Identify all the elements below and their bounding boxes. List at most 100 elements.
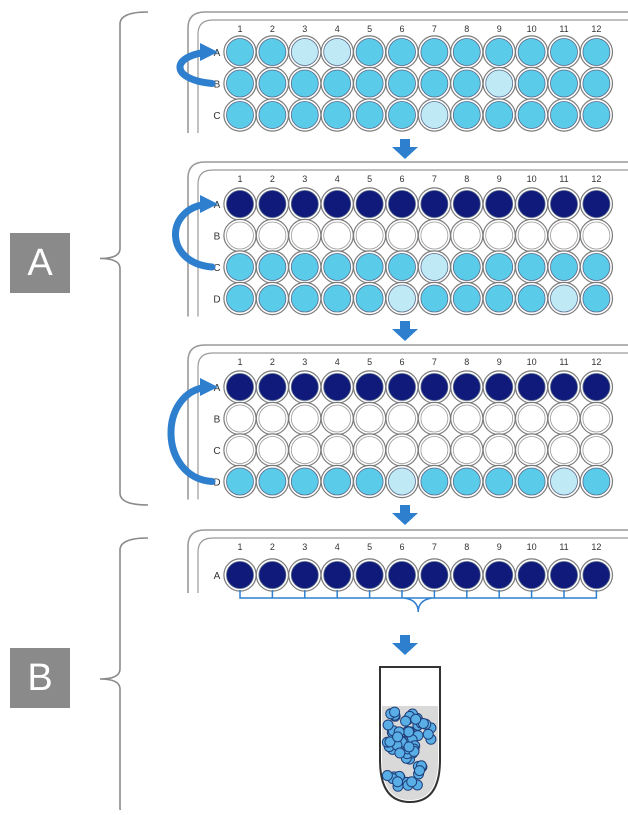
column-label: 1	[237, 542, 242, 552]
well	[355, 190, 384, 218]
well	[290, 284, 319, 313]
column-label: 8	[464, 542, 469, 552]
bead	[406, 776, 418, 788]
well	[420, 284, 449, 313]
column-label: 1	[237, 357, 242, 367]
well	[550, 436, 578, 464]
well	[452, 284, 481, 313]
well	[485, 69, 514, 98]
well	[258, 38, 287, 66]
section-label-b: B	[10, 648, 70, 708]
transfer-arrowhead	[200, 378, 218, 396]
column-label: 4	[335, 542, 340, 552]
row-label: B	[214, 415, 221, 426]
column-label: 7	[432, 174, 437, 184]
well	[517, 561, 546, 589]
well	[290, 373, 319, 401]
well	[420, 561, 449, 589]
column-label: 12	[591, 24, 601, 34]
column-label: 2	[270, 542, 275, 552]
bead	[422, 728, 434, 740]
column-label: 8	[464, 174, 469, 184]
column-label: 9	[497, 174, 502, 184]
row-label: C	[213, 446, 220, 457]
column-label: 12	[591, 542, 601, 552]
transfer-arrow	[176, 48, 216, 87]
row-label: D	[213, 478, 220, 489]
well	[452, 253, 481, 281]
column-label: 11	[559, 357, 568, 367]
well	[258, 404, 287, 433]
well	[258, 561, 287, 589]
transfer-arrow	[172, 200, 216, 271]
well	[388, 561, 416, 589]
row-label: A	[214, 383, 221, 394]
well	[420, 190, 449, 218]
pool-bracket-point	[404, 597, 433, 613]
well	[550, 284, 578, 313]
well	[582, 69, 611, 98]
bead	[392, 731, 404, 743]
column-label: 9	[497, 357, 502, 367]
well	[258, 190, 287, 218]
plate-outline	[187, 161, 628, 317]
column-label: 6	[399, 542, 404, 552]
row-label: B	[214, 232, 221, 243]
well	[452, 221, 481, 250]
well	[485, 561, 514, 589]
well	[258, 284, 287, 313]
well	[258, 69, 287, 98]
well	[550, 253, 578, 281]
column-label: 3	[302, 542, 307, 552]
well	[517, 69, 546, 98]
plate-inner-outline	[197, 537, 628, 593]
well	[388, 38, 416, 66]
column-label: 4	[335, 357, 340, 367]
well	[323, 404, 352, 433]
well	[355, 253, 384, 281]
well	[582, 38, 611, 66]
well	[258, 436, 287, 464]
column-label: 3	[302, 174, 307, 184]
well	[290, 253, 319, 281]
column-label: 2	[270, 357, 275, 367]
column-label: 10	[527, 542, 537, 552]
well	[290, 561, 319, 589]
row-label: B	[214, 80, 221, 91]
section-braces	[99, 11, 149, 815]
well	[355, 404, 384, 433]
well	[355, 38, 384, 66]
well	[582, 190, 611, 218]
well	[582, 436, 611, 464]
well	[452, 190, 481, 218]
well	[452, 373, 481, 401]
column-label: 3	[302, 357, 307, 367]
bead	[400, 715, 412, 727]
column-label: 11	[559, 174, 568, 184]
well	[290, 190, 319, 218]
well	[420, 373, 449, 401]
well	[226, 436, 254, 464]
transfer-arrowhead	[200, 195, 218, 213]
well	[388, 467, 416, 496]
column-label: 12	[591, 174, 601, 184]
well	[485, 373, 514, 401]
well	[226, 69, 254, 98]
well	[550, 467, 578, 496]
well	[388, 373, 416, 401]
well	[258, 221, 287, 250]
well	[258, 373, 287, 401]
column-label: 4	[335, 24, 340, 34]
well	[388, 436, 416, 464]
well	[355, 101, 384, 129]
well	[323, 101, 352, 129]
column-label: 7	[432, 24, 437, 34]
well	[290, 467, 319, 496]
well	[452, 436, 481, 464]
well	[226, 101, 254, 129]
well	[550, 404, 578, 433]
well	[323, 284, 352, 313]
